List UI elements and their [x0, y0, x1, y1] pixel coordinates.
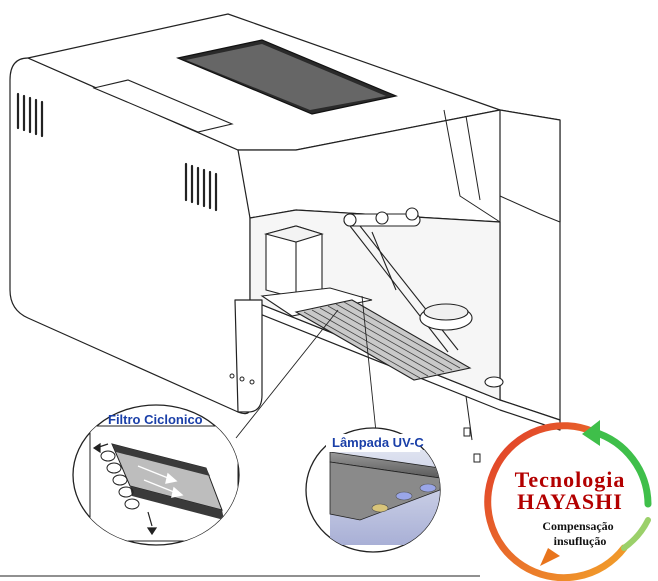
round-fixture	[419, 303, 473, 331]
callout-cyclonic-filter: Filtro Ciclonico	[72, 404, 240, 546]
drain-hole	[484, 376, 504, 388]
right-inner-details	[443, 109, 561, 463]
hood-right-side-panel	[499, 109, 561, 421]
skirt-rivets	[229, 373, 255, 385]
callout-uvc-lamp: Lâmpada UV-C	[305, 427, 441, 553]
inner-housing-box	[263, 225, 324, 299]
brand-line-3: Compensação	[542, 519, 613, 533]
uvc-lamp-label: Lâmpada UV-C	[332, 435, 424, 450]
brand-line-1: Tecnologia	[515, 467, 626, 492]
brand-line-2: HAYASHI	[517, 489, 623, 514]
top-exhaust-grille	[176, 39, 398, 115]
hood-skirt	[234, 299, 263, 413]
brand-badge: Tecnologia HAYASHI Compensação insufluçã…	[484, 420, 652, 581]
side-vents-upper	[16, 92, 44, 138]
inner-shelf	[260, 287, 373, 317]
top-duct-slot	[92, 79, 234, 133]
brand-line-4: insuflução	[554, 534, 607, 548]
cyclonic-filter-label: Filtro Ciclonico	[108, 412, 203, 427]
uvc-bulbs	[371, 483, 437, 513]
uv-tube-mounts	[343, 207, 421, 227]
side-vents-lower	[184, 162, 218, 212]
cycle-arrows-icon	[484, 420, 652, 581]
callout-leader-lines	[235, 295, 377, 439]
